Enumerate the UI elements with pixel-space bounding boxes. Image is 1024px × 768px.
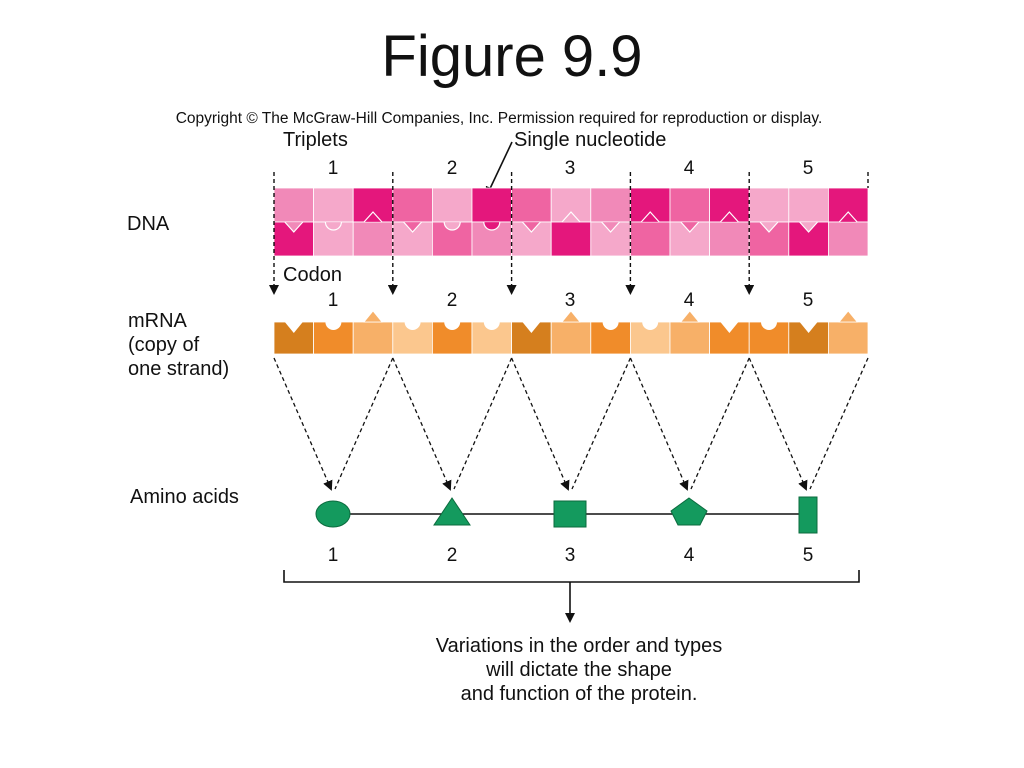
mrna-base-notch — [561, 310, 581, 323]
dna-top-nucleotide — [511, 187, 552, 223]
amino-acid-number: 2 — [447, 545, 458, 566]
amino-acid-number: 1 — [328, 545, 339, 566]
dna-base-pair-notch — [719, 211, 739, 223]
mrna-base-notch — [404, 322, 421, 330]
dna-base-pair-notch — [759, 221, 779, 233]
mrna-label: mRNA — [128, 310, 188, 332]
codon-number: 4 — [684, 290, 695, 311]
mrna-base-notch — [720, 322, 739, 333]
dna-base-pair-notch — [324, 221, 342, 231]
triplets-label: Triplets — [283, 129, 348, 151]
mrna-base-notch — [483, 322, 500, 330]
dna-base-pair-notch — [521, 221, 541, 233]
mrna-base-notch — [325, 322, 342, 330]
mrna-base-notch — [642, 322, 659, 330]
dna-bottom-nucleotide — [550, 221, 592, 257]
triplet-number: 2 — [447, 158, 458, 179]
single-nucleotide-label: Single nucleotide — [514, 129, 666, 151]
amino-acid-number: 4 — [684, 545, 695, 566]
dna-base-pair-notch — [284, 221, 304, 233]
dna-top-nucleotide — [788, 187, 829, 223]
dna-base-pair-notch — [838, 211, 858, 223]
codon-to-amino-arrow — [392, 357, 452, 491]
amino-acid-pentagon — [670, 497, 708, 526]
dna-bottom-nucleotide — [590, 221, 631, 257]
dna-base-pair-notch — [640, 211, 660, 223]
codon-number: 3 — [565, 290, 576, 311]
mrna-base-notch — [444, 322, 461, 330]
dna-base-pair-notch — [403, 221, 423, 233]
mrna-nucleotide — [669, 321, 710, 355]
mrna-nucleotide — [352, 321, 394, 355]
mrna-base-notch — [602, 322, 619, 330]
amino-acid-square — [553, 500, 587, 528]
mrna-base-notch — [284, 322, 303, 333]
codon-to-amino-arrow — [748, 357, 808, 491]
amino-acid-rectangle — [798, 496, 818, 534]
triplet-number: 1 — [328, 158, 339, 179]
codon-number: 5 — [803, 290, 814, 311]
codon-to-amino-guide — [571, 357, 631, 490]
dna-bottom-nucleotide — [352, 221, 394, 257]
dna-top-nucleotide — [273, 187, 314, 223]
figure-title: Figure 9.9 — [381, 24, 643, 89]
dna-top-nucleotide — [431, 187, 473, 223]
triplet-number: 3 — [565, 158, 576, 179]
dna-base-pair-notch — [443, 221, 461, 231]
dna-top-nucleotide — [669, 187, 710, 223]
dna-base-pair-notch — [680, 221, 700, 233]
mrna-nucleotide — [828, 321, 869, 355]
codon-label: Codon — [283, 264, 342, 286]
mrna-label-copy-of: (copy of — [128, 334, 200, 356]
codon-to-amino-guide — [690, 357, 750, 490]
codon-number: 1 — [328, 290, 339, 311]
protein-note-line-3: and function of the protein. — [461, 683, 698, 705]
mrna-label-one-strand: one strand) — [128, 358, 229, 380]
codon-to-amino-guide — [334, 357, 394, 490]
dna-base-pair-notch — [601, 221, 621, 233]
single-nucleotide-pointer — [485, 141, 513, 197]
amino-acid-number: 3 — [565, 545, 576, 566]
codon-to-amino-arrow — [629, 357, 689, 491]
amino-acid-number: 5 — [803, 545, 814, 566]
mrna-base-notch — [799, 322, 818, 333]
amino-acid-triangle — [433, 497, 471, 526]
dna-base-pair-notch — [363, 211, 383, 223]
dna-top-nucleotide — [313, 187, 354, 223]
codon-to-amino-guide — [809, 357, 869, 490]
triplet-number: 5 — [803, 158, 814, 179]
mrna-nucleotide — [550, 321, 592, 355]
dna-bottom-nucleotide — [630, 221, 671, 257]
dna-top-nucleotide — [392, 187, 433, 223]
copyright-notice: Copyright © The McGraw-Hill Companies, I… — [175, 110, 823, 127]
protein-note-line-1: Variations in the order and types — [436, 635, 722, 657]
dna-base-pair-notch — [561, 211, 581, 223]
protein-note-line-2: will dictate the shape — [485, 659, 672, 681]
protein-bracket — [283, 570, 860, 583]
dna-top-nucleotide — [471, 187, 512, 223]
dna-bottom-nucleotide — [709, 221, 750, 257]
mrna-base-notch — [363, 310, 383, 323]
codon-to-amino-arrow — [273, 357, 333, 491]
codon-to-amino-guide — [453, 357, 513, 490]
amino-acids-label: Amino acids — [130, 486, 239, 508]
amino-acid-circle — [315, 500, 351, 528]
mrna-base-notch — [522, 322, 541, 333]
dna-top-nucleotide — [748, 187, 790, 223]
dna-bottom-nucleotide — [828, 221, 869, 257]
dna-base-pair-notch — [483, 221, 501, 231]
triplet-number: 4 — [684, 158, 695, 179]
codon-number: 2 — [447, 290, 458, 311]
dna-label: DNA — [127, 213, 170, 235]
dna-base-pair-notch — [799, 221, 819, 233]
dna-top-nucleotide — [590, 187, 631, 223]
mrna-base-notch — [679, 310, 700, 323]
codon-to-amino-arrow — [511, 357, 570, 491]
mrna-base-notch — [838, 310, 859, 323]
mrna-base-notch — [761, 322, 777, 330]
dna-bottom-nucleotide — [669, 221, 710, 257]
